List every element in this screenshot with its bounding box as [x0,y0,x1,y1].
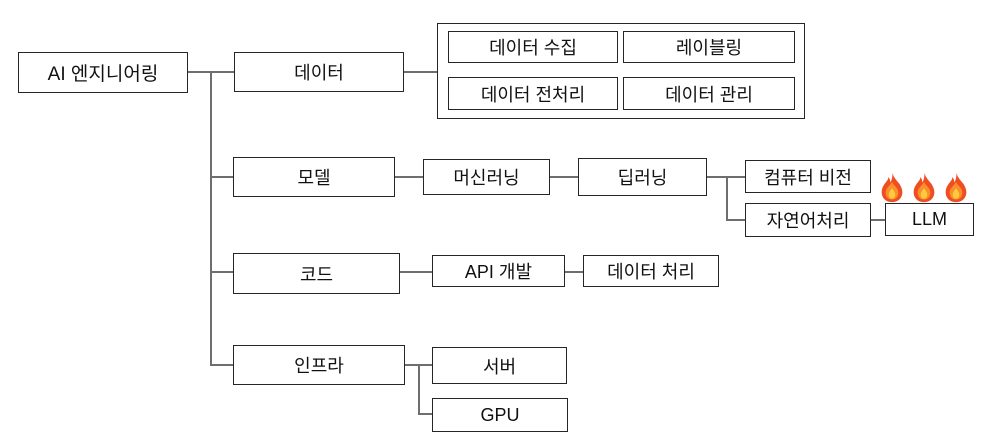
connector-model-to-ml [395,176,423,178]
node-computer-vision: 컴퓨터 비전 [745,160,871,193]
connector-trunk-to-model [211,176,234,178]
connector-code-to-api [400,271,432,273]
node-model: 모델 [233,157,395,197]
connector-infra-branch-vertical [418,364,420,415]
connector-trunk-to-code [211,271,234,273]
connector-api-to-dataproc [565,271,584,273]
node-llm: LLM [885,203,974,236]
node-data-processing: 데이터 처리 [583,255,719,287]
node-code: 코드 [233,253,400,294]
node-gpu: GPU [432,398,568,432]
connector-branch-to-server [418,364,434,366]
node-machine-learning: 머신러닝 [423,159,550,195]
connector-ml-to-dl [550,176,578,178]
node-api-development: API 개발 [432,255,565,287]
node-data-management: 데이터 관리 [623,77,795,110]
connector-trunk-vertical [210,71,212,366]
node-deep-learning: 딥러닝 [578,158,707,196]
connector-branch-to-cv [726,176,745,178]
node-data-collection: 데이터 수집 [448,31,618,63]
connector-nlp-to-llm [871,219,885,221]
node-infra: 인프라 [233,345,405,385]
connector-infra-to-branch [405,364,419,366]
connector-branch-to-nlp [726,219,745,221]
connector-branch-to-gpu [418,413,434,415]
node-server: 서버 [432,347,567,384]
fire-icon [945,172,967,203]
connector-dl-branch-vertical [726,176,728,220]
node-data-preprocessing: 데이터 전처리 [448,77,618,110]
connector-dl-to-branch [707,176,727,178]
node-nlp: 자연어처리 [745,203,871,237]
connector-data-to-group [404,71,438,73]
fire-icon [913,172,935,203]
fire-icon [881,172,903,203]
node-labeling: 레이블링 [623,31,795,63]
connector-trunk-to-infra [211,364,234,366]
node-data: 데이터 [234,52,404,92]
node-ai-engineering: AI 엔지니어링 [18,52,188,93]
